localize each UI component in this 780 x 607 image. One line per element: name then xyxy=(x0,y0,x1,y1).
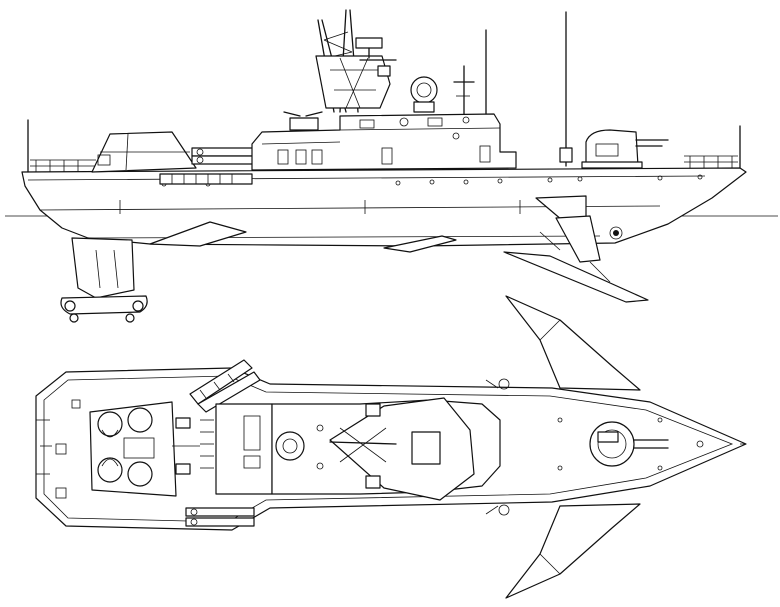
gun-turret-plan-icon xyxy=(589,421,669,467)
deck-fittings xyxy=(40,399,746,499)
aft-fin xyxy=(149,221,247,247)
superstructure xyxy=(251,111,517,171)
radar-dome-icon xyxy=(410,76,438,113)
superstructure-top xyxy=(271,397,501,501)
deck-railing xyxy=(27,119,741,173)
missile-launchers-plan xyxy=(185,359,261,527)
aft-deckhouse xyxy=(91,131,197,173)
hydrofoil-plan xyxy=(485,295,641,599)
gun-turret-icon xyxy=(581,129,669,169)
hydrofoil-icon xyxy=(503,195,649,303)
missile-launchers-side xyxy=(159,147,259,185)
aft-mast xyxy=(453,11,573,167)
plan-view xyxy=(35,295,747,599)
aft-hydrofoil xyxy=(60,237,148,323)
deckhouse-roof xyxy=(200,403,273,495)
mast-icon xyxy=(315,9,397,113)
hull-side xyxy=(21,167,747,247)
aft-hatch xyxy=(89,401,200,497)
radar-antenna-icon xyxy=(355,37,383,59)
mid-fin xyxy=(383,235,457,253)
side-elevation-view xyxy=(5,9,778,323)
